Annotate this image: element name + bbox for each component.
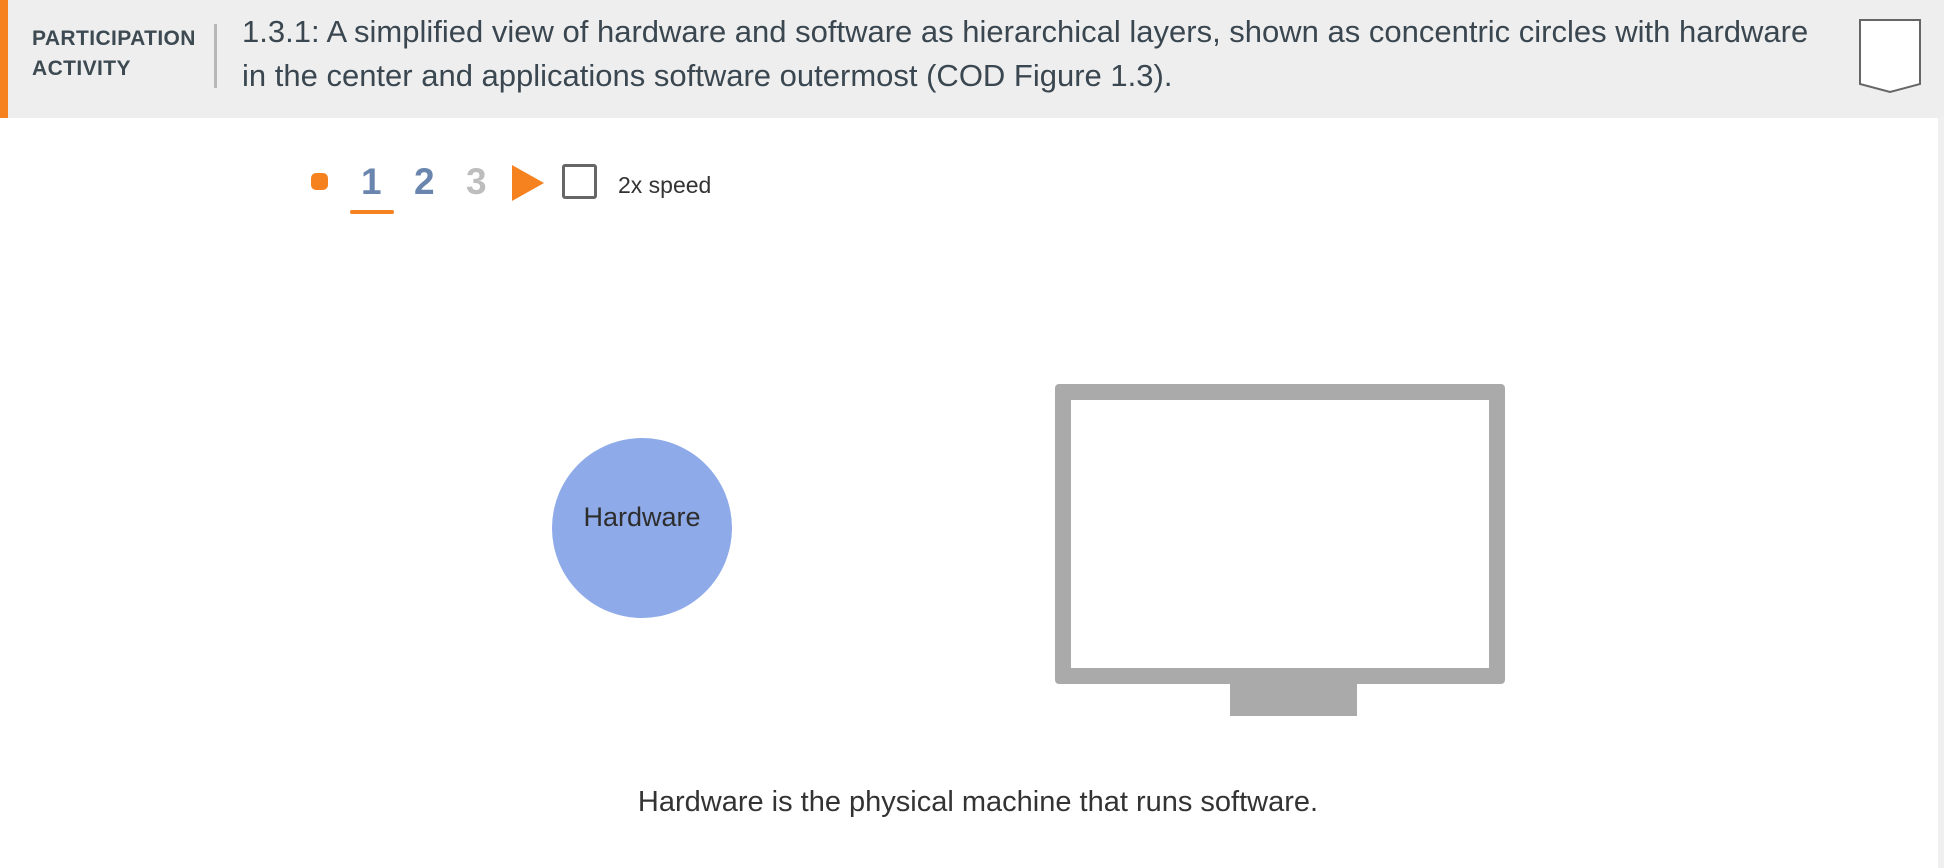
- start-square-icon[interactable]: [311, 173, 328, 190]
- animation-caption: Hardware is the physical machine that ru…: [637, 786, 1319, 818]
- step-1-button[interactable]: 1: [361, 161, 382, 202]
- speed-checkbox[interactable]: [562, 164, 597, 199]
- activity-title-line1: 1.3.1: A simplified view of hardware and…: [242, 14, 1809, 49]
- play-triangle-icon[interactable]: [510, 164, 546, 202]
- activity-type-line1: PARTICIPATION: [32, 27, 196, 50]
- activity-type-label: PARTICIPATION ACTIVITY: [32, 24, 202, 84]
- hardware-label: Hardware: [583, 501, 701, 532]
- header-accent-bar: [0, 0, 8, 118]
- activity-title: 1.3.1: A simplified view of hardware and…: [242, 10, 1852, 98]
- monitor-stand: [1230, 684, 1357, 716]
- current-step-indicator: [350, 210, 394, 214]
- activity-title-line2: in the center and applications software …: [242, 58, 1173, 93]
- hardware-circle: Hardware: [552, 438, 732, 618]
- step-2-button[interactable]: 2: [414, 161, 435, 202]
- right-gutter: [1938, 118, 1944, 868]
- header-divider: [214, 24, 217, 88]
- computer-monitor-icon: [1055, 384, 1505, 684]
- activity-type-line2: ACTIVITY: [32, 57, 131, 80]
- monitor-screen: [1071, 400, 1489, 668]
- activity-header: PARTICIPATION ACTIVITY 1.3.1: A simplifi…: [0, 0, 1944, 118]
- speed-label: 2x speed: [618, 172, 712, 198]
- step-3-button[interactable]: 3: [466, 161, 487, 202]
- bookmark-icon[interactable]: [1858, 18, 1922, 94]
